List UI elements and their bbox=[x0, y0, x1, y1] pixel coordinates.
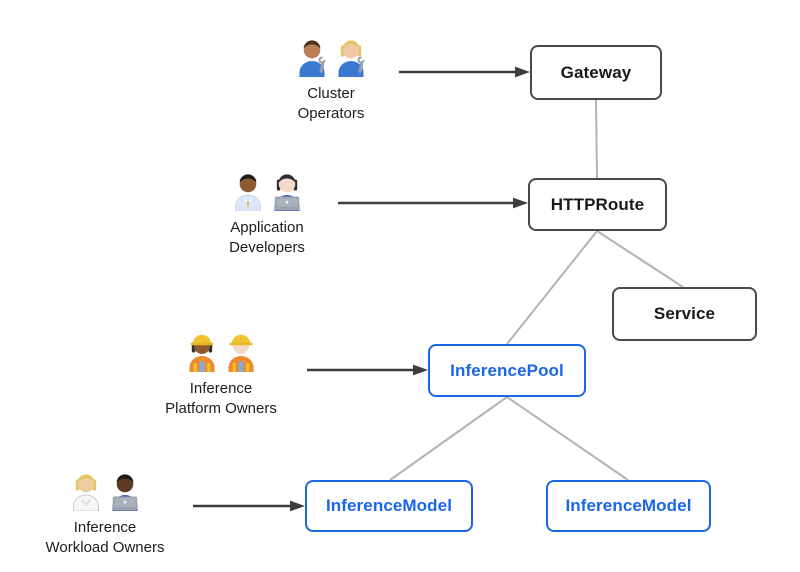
man-construction-worker-icon bbox=[228, 334, 253, 372]
node-inferencemodel-2: InferenceModel bbox=[546, 480, 711, 532]
persona-label: Operators bbox=[297, 105, 365, 122]
application-developers-icons bbox=[231, 169, 304, 211]
woman-construction-worker-icon bbox=[189, 334, 214, 372]
node-httproute: HTTPRoute bbox=[528, 178, 667, 231]
node-inferencemodel-1: InferenceModel bbox=[305, 480, 473, 532]
cluster-operators-icons bbox=[295, 35, 368, 77]
persona-cluster-operators: Cluster Operators bbox=[246, 35, 416, 124]
woman-mechanic-icon bbox=[338, 40, 365, 77]
edge-gateway-httproute bbox=[595, 99, 598, 179]
arrowhead-inferencemodel bbox=[290, 500, 305, 512]
edge-httproute-inferencepool bbox=[506, 230, 598, 345]
persona-inference-platform-owners: Inference Platform Owners bbox=[126, 330, 316, 419]
persona-application-developers: Application Developers bbox=[182, 169, 352, 258]
node-service: Service bbox=[612, 287, 757, 341]
node-inferencepool: InferencePool bbox=[428, 344, 586, 397]
inference-platform-owners-icons bbox=[185, 330, 258, 372]
man-technologist-icon bbox=[112, 474, 137, 511]
persona-label: Inference bbox=[73, 519, 137, 536]
edge-inferencepool-inferencemodel-2 bbox=[506, 396, 629, 481]
persona-label: Workload Owners bbox=[45, 539, 165, 556]
man-mechanic-icon bbox=[299, 40, 326, 77]
persona-label: Platform Owners bbox=[165, 400, 277, 417]
arrowhead-inferencepool bbox=[413, 364, 428, 376]
persona-inference-workload-owners: Inference Workload Owners bbox=[10, 469, 200, 558]
arrowhead-httproute bbox=[513, 197, 528, 209]
persona-label: Cluster bbox=[307, 85, 355, 102]
node-gateway: Gateway bbox=[530, 45, 662, 100]
inference-workload-owners-icons bbox=[69, 469, 142, 511]
arrowhead-gateway bbox=[515, 66, 530, 78]
edge-httproute-service bbox=[596, 230, 684, 288]
edge-inferencepool-inferencemodel-1 bbox=[389, 396, 508, 481]
persona-label: Application bbox=[230, 219, 304, 236]
man-office-worker-icon bbox=[234, 174, 261, 211]
woman-technologist-icon bbox=[274, 174, 299, 211]
health-worker-icon bbox=[72, 474, 99, 511]
persona-label: Developers bbox=[229, 239, 305, 256]
persona-label: Inference bbox=[189, 380, 253, 397]
